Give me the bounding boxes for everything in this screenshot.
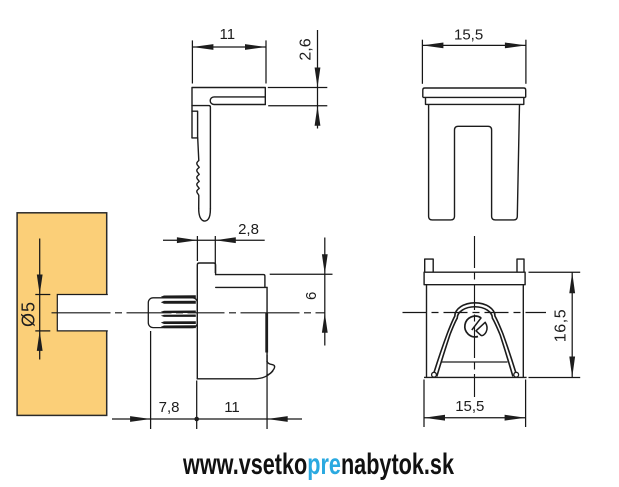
svg-text:2,6: 2,6 (298, 38, 315, 60)
svg-text:7,8: 7,8 (159, 399, 180, 416)
svg-text:6: 6 (303, 292, 320, 300)
svg-text:16,5: 16,5 (553, 309, 570, 343)
svg-text:15,5: 15,5 (455, 398, 484, 415)
svg-text:Ø5: Ø5 (19, 301, 39, 327)
svg-text:11: 11 (224, 399, 240, 416)
svg-text:15,5: 15,5 (454, 26, 483, 43)
svg-text:11: 11 (220, 26, 236, 43)
svg-text:www.vsetkoprenabytok.sk: www.vsetkoprenabytok.sk (182, 448, 454, 481)
svg-text:2,8: 2,8 (238, 221, 259, 238)
